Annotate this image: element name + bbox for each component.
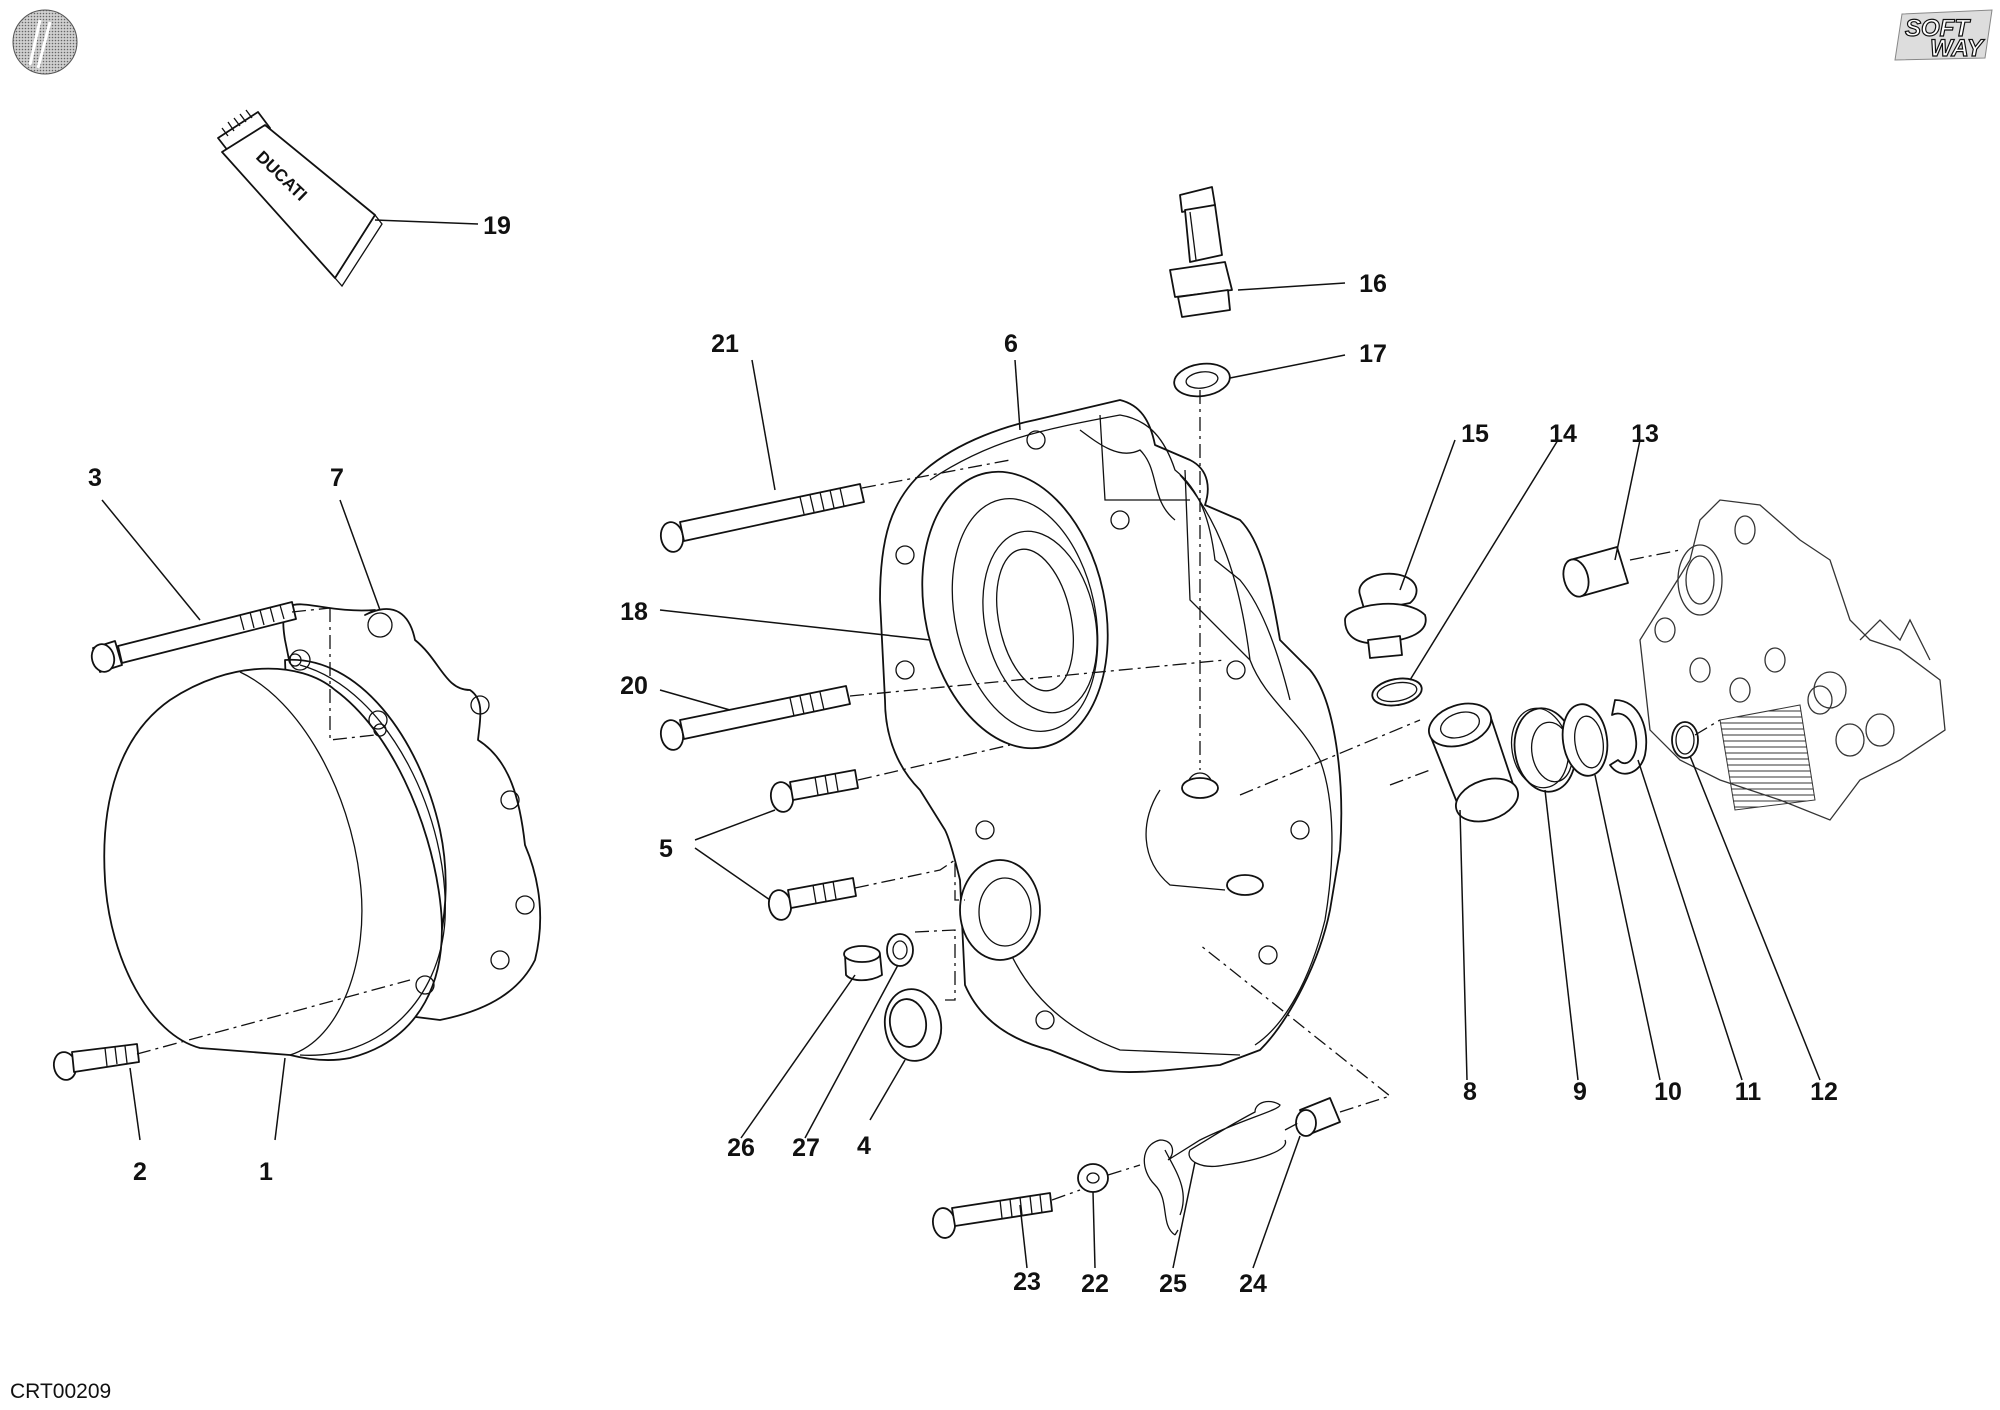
callout-1: 1 [259,1158,273,1186]
assembly-axes [136,390,1721,1201]
callout-6: 6 [1004,330,1018,358]
callout-4: 4 [857,1132,871,1160]
callout-21: 21 [711,330,739,358]
part-22-washer [1077,1163,1109,1193]
logo-text-bottom: WAY [1930,35,1985,62]
callout-27: 27 [792,1134,820,1162]
part-23-screw [932,1192,1053,1239]
logo-text-top: SOFT [1905,15,1971,42]
callout-2: 2 [133,1158,147,1186]
callout-19: 19 [483,212,511,240]
figure-code: CRT00209 [10,1380,111,1403]
section-marker-disc [12,9,78,75]
callout-18: 18 [620,598,648,626]
part-12-o-ring [1671,721,1699,759]
callout-24: 24 [1239,1270,1267,1298]
part-6-main-cover [879,399,1343,1073]
callout-23: 23 [1013,1268,1041,1296]
callout-13: 13 [1631,420,1659,448]
callout-12: 12 [1810,1078,1838,1106]
callout-5: 5 [659,835,673,863]
callout-11: 11 [1735,1078,1762,1106]
callout-26: 26 [727,1134,755,1162]
callout-8: 8 [1463,1078,1477,1106]
callout-14: 14 [1549,420,1577,448]
part-4-oil-seal [883,988,943,1062]
part-14-o-ring [1371,677,1423,707]
callout-9: 9 [1573,1078,1587,1106]
callout-labels: 1 2 3 4 5 6 7 8 9 10 11 12 13 14 15 16 1… [88,212,1838,1298]
part-17-washer [1173,362,1231,398]
callout-16: 16 [1359,270,1387,298]
part-8-bushing [1428,702,1519,823]
part-26-plug [843,945,883,982]
part-2-short-screw [52,1043,140,1081]
part-20-screw [659,685,851,751]
engine-case-detail [1639,499,1946,821]
callout-3: 3 [88,464,102,492]
part-10-washer [1561,703,1609,777]
part-13-dowel [1562,546,1629,598]
callout-20: 20 [620,672,648,700]
callout-22: 22 [1081,1270,1109,1298]
part-25-spring-clip [1143,1100,1287,1236]
softway-logo: SOFT WAY [1894,9,1993,63]
part-5-lower-screw [767,877,857,921]
part-1-clutch-cover [103,649,447,1062]
part-9-seal [1510,707,1577,793]
leader-lines [101,219,1821,1269]
part-16-sensor [1169,186,1233,318]
callout-7: 7 [330,464,344,492]
callout-10: 10 [1654,1078,1682,1106]
part-5-upper-screw [769,769,859,813]
callout-17: 17 [1359,340,1387,368]
part-21-long-screw [659,483,865,553]
part-24-bushing [1295,1097,1341,1137]
callout-25: 25 [1159,1270,1187,1298]
callout-15: 15 [1461,420,1489,448]
part-19-grease-tube: DUCATI [217,109,383,288]
part-15-plug [1344,572,1427,659]
part-11-circlip [1609,699,1648,775]
part-3-long-screw [90,601,297,673]
part-27-washer [886,933,914,967]
